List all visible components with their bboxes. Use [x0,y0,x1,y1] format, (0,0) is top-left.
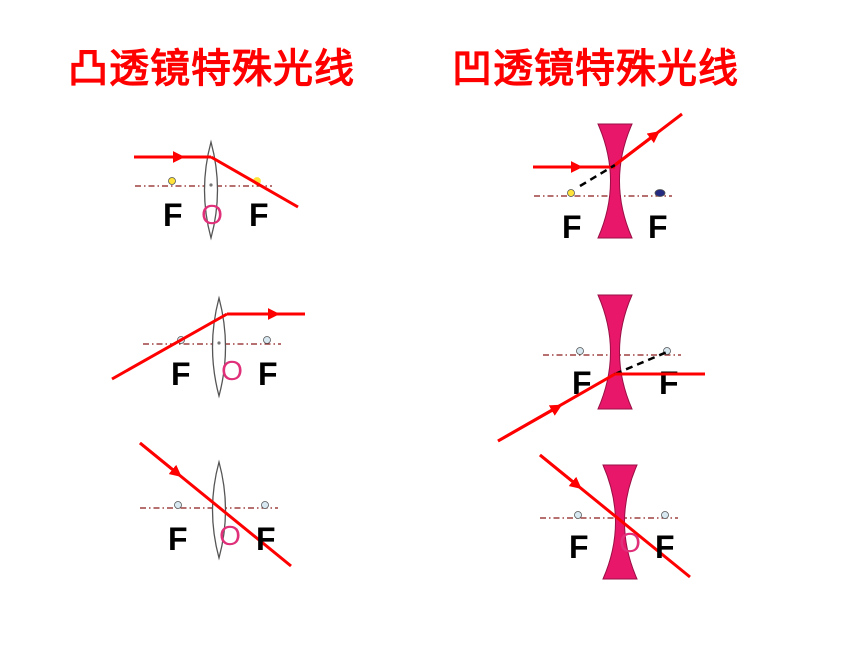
focus-label-left: F [163,197,183,233]
straight-ray-arrow [539,453,582,490]
incident-ray [111,312,228,381]
concave-lens [597,294,633,410]
lens-center-dot [217,341,221,345]
focus-point-right [263,336,271,344]
optical-center-label: O [221,355,243,386]
concave-diagram-center-ray: F F O [539,453,691,580]
concave-diagram-parallel-ray: F F [533,112,683,245]
refracted-ray-arrow [614,131,660,167]
convex-diagram-parallel-ray: F F O [134,139,299,241]
convex-lens-title: 凸透镜特殊光线 [68,45,355,92]
focus-label-right: F [655,529,675,565]
focus-point-left [168,177,176,185]
focus-point-left [574,511,582,519]
focus-label-right: F [249,197,269,233]
concave-diagram-focal-ray: F F [497,294,705,443]
focus-label-left: F [168,521,188,557]
lens-center-dot [209,183,213,187]
optical-center-label: O [219,520,241,551]
optical-center-label: O [619,527,641,558]
concave-lens-title: 凹透镜特殊光线 [452,45,739,92]
concave-lens [597,123,633,239]
convex-lens [211,295,227,399]
focus-label-left: F [562,209,582,245]
virtual-extension [614,350,668,376]
focus-label-right: F [256,521,276,557]
focus-point-right [261,501,269,509]
focus-label-left: F [569,529,589,565]
convex-diagram-focal-ray: F F O [111,295,305,399]
focus-label-left: F [171,356,191,392]
focus-label-right: F [648,209,668,245]
focus-label-right: F [659,365,679,401]
convex-diagram-center-ray: F F O [139,441,292,568]
incident-ray-arrow [497,404,563,443]
optical-center-label: O [201,199,223,230]
focus-point-left [174,501,182,509]
refracted-ray [210,155,299,209]
focus-point-right [661,511,669,519]
convex-lens [203,139,219,241]
virtual-extension [579,163,616,188]
convex-lens [211,459,227,561]
focus-label-left: F [572,365,592,401]
focus-point-left [576,347,584,355]
focus-point-left [567,189,575,197]
straight-ray-arrow [139,441,182,478]
focus-point-right [654,189,666,197]
focus-label-right: F [258,356,278,392]
